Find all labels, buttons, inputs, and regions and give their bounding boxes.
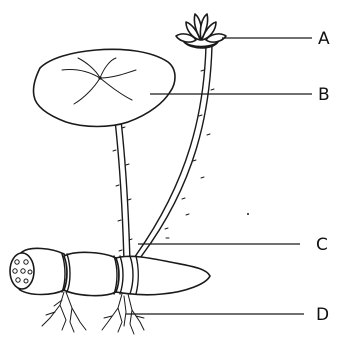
leaf-blade	[33, 49, 175, 126]
rhizome	[10, 248, 210, 295]
flower	[176, 14, 226, 48]
label-d: D	[316, 305, 329, 325]
label-b: B	[318, 85, 330, 105]
roots	[42, 292, 144, 334]
label-a: A	[318, 29, 330, 49]
label-c: C	[316, 235, 328, 255]
